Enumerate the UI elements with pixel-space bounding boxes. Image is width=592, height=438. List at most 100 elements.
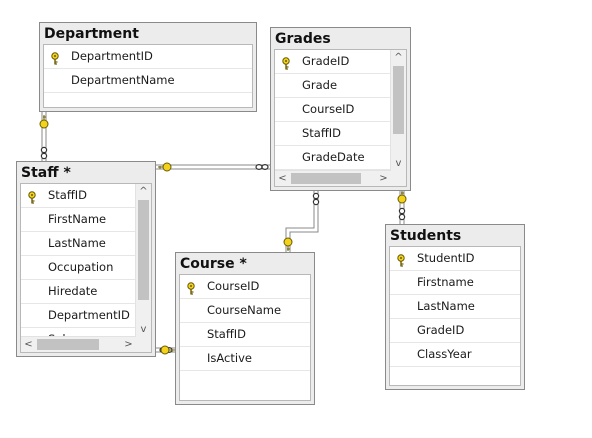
row-selector[interactable] [390,343,412,365]
column-row[interactable]: StudentID [390,247,520,271]
column-name: LastName [48,236,106,250]
column-row[interactable]: IsActive [180,347,310,371]
row-selector[interactable] [275,122,297,144]
column-name: DepartmentID [48,308,130,322]
scroll-right-icon[interactable]: > [124,339,133,350]
key-icon [158,162,172,172]
key-icon [397,191,407,204]
row-selector[interactable] [21,256,43,278]
horizontal-scrollbar[interactable]: < > [21,336,136,352]
column-row[interactable]: LastName [390,295,520,319]
row-selector[interactable] [21,184,43,206]
column-name: GradeID [302,54,350,68]
column-name: FirstName [48,212,107,226]
column-name: CourseID [207,279,260,293]
column-row[interactable]: GradeID [390,319,520,343]
scroll-right-icon[interactable]: > [379,173,388,184]
column-row[interactable]: DepartmentID [44,45,252,69]
row-selector[interactable] [21,280,43,302]
column-row[interactable]: StaffID [21,184,136,208]
scroll-thumb[interactable] [393,66,404,134]
row-selector[interactable] [390,319,412,341]
scroll-up-icon[interactable]: ^ [139,186,148,197]
column-name: LastName [417,299,475,313]
primary-key-icon [27,189,37,204]
table-title[interactable]: Department [44,26,139,42]
table-title[interactable]: Course * [180,256,247,272]
row-selector[interactable] [180,299,202,321]
scroll-up-icon[interactable]: ^ [394,52,403,63]
scroll-thumb[interactable] [291,173,361,184]
column-row[interactable]: Firstname [390,271,520,295]
row-selector[interactable] [44,45,66,67]
vertical-scrollbar[interactable]: ^ v [135,184,151,337]
row-selector[interactable] [275,74,297,96]
column-row[interactable]: StaffID [180,323,310,347]
row-selector[interactable] [390,247,412,269]
row-selector[interactable] [180,323,202,345]
column-name: DepartmentID [71,49,153,63]
column-row[interactable]: CourseID [275,98,391,122]
table-title[interactable]: Staff * [21,165,71,181]
column-row[interactable]: Occupation [21,256,136,280]
column-name: StaffID [48,188,88,202]
row-selector[interactable] [21,304,43,326]
vertical-scrollbar[interactable]: ^ v [390,50,406,171]
row-selector[interactable] [390,271,412,293]
primary-key-icon [50,50,60,65]
row-selector[interactable] [180,347,202,369]
scroll-thumb[interactable] [138,200,149,300]
row-selector[interactable] [21,208,43,230]
scroll-left-icon[interactable]: < [278,173,287,184]
row-selector[interactable] [21,232,43,254]
row-selector[interactable] [275,146,297,168]
row-selector[interactable] [180,275,202,297]
column-name: Firstname [417,275,474,289]
key-icon [160,345,175,355]
column-row[interactable]: CourseID [180,275,310,299]
column-name: ClassYear [417,347,472,361]
table-title[interactable]: Students [390,228,462,244]
column-name: StudentID [417,251,475,265]
column-row[interactable]: DepartmentName [44,69,252,93]
key-icon [39,115,49,129]
column-name: Hiredate [48,284,98,298]
table-columns: DepartmentID DepartmentName [43,44,253,108]
infinity-icon [40,146,48,160]
scroll-down-icon[interactable]: v [395,158,402,169]
column-row[interactable]: LastName [21,232,136,256]
column-row[interactable]: DepartmentID [21,304,136,328]
infinity-icon [398,207,406,221]
row-selector[interactable] [390,295,412,317]
column-row[interactable]: GradeID [275,50,391,74]
column-row[interactable]: Hiredate [21,280,136,304]
scroll-down-icon[interactable]: v [140,324,147,335]
column-name: StaffID [302,126,342,140]
table-title[interactable]: Grades [275,31,331,47]
infinity-icon [312,192,320,206]
column-row[interactable]: ClassYear [390,343,520,367]
table-department[interactable]: Department DepartmentID DepartmentName [39,22,257,112]
column-name: Occupation [48,260,114,274]
column-name: DepartmentName [71,73,175,87]
row-selector[interactable] [275,50,297,72]
horizontal-scrollbar[interactable]: < > [275,170,391,186]
column-row[interactable]: CourseName [180,299,310,323]
primary-key-icon [186,280,196,295]
column-name: GradeID [417,323,465,337]
column-row[interactable]: FirstName [21,208,136,232]
scroll-left-icon[interactable]: < [24,339,33,350]
column-row[interactable]: GradeDate [275,146,391,170]
column-row[interactable]: StaffID [275,122,391,146]
row-selector[interactable] [275,98,297,120]
column-row[interactable]: Grade [275,74,391,98]
row-selector[interactable] [44,69,66,91]
scroll-thumb[interactable] [37,339,99,350]
